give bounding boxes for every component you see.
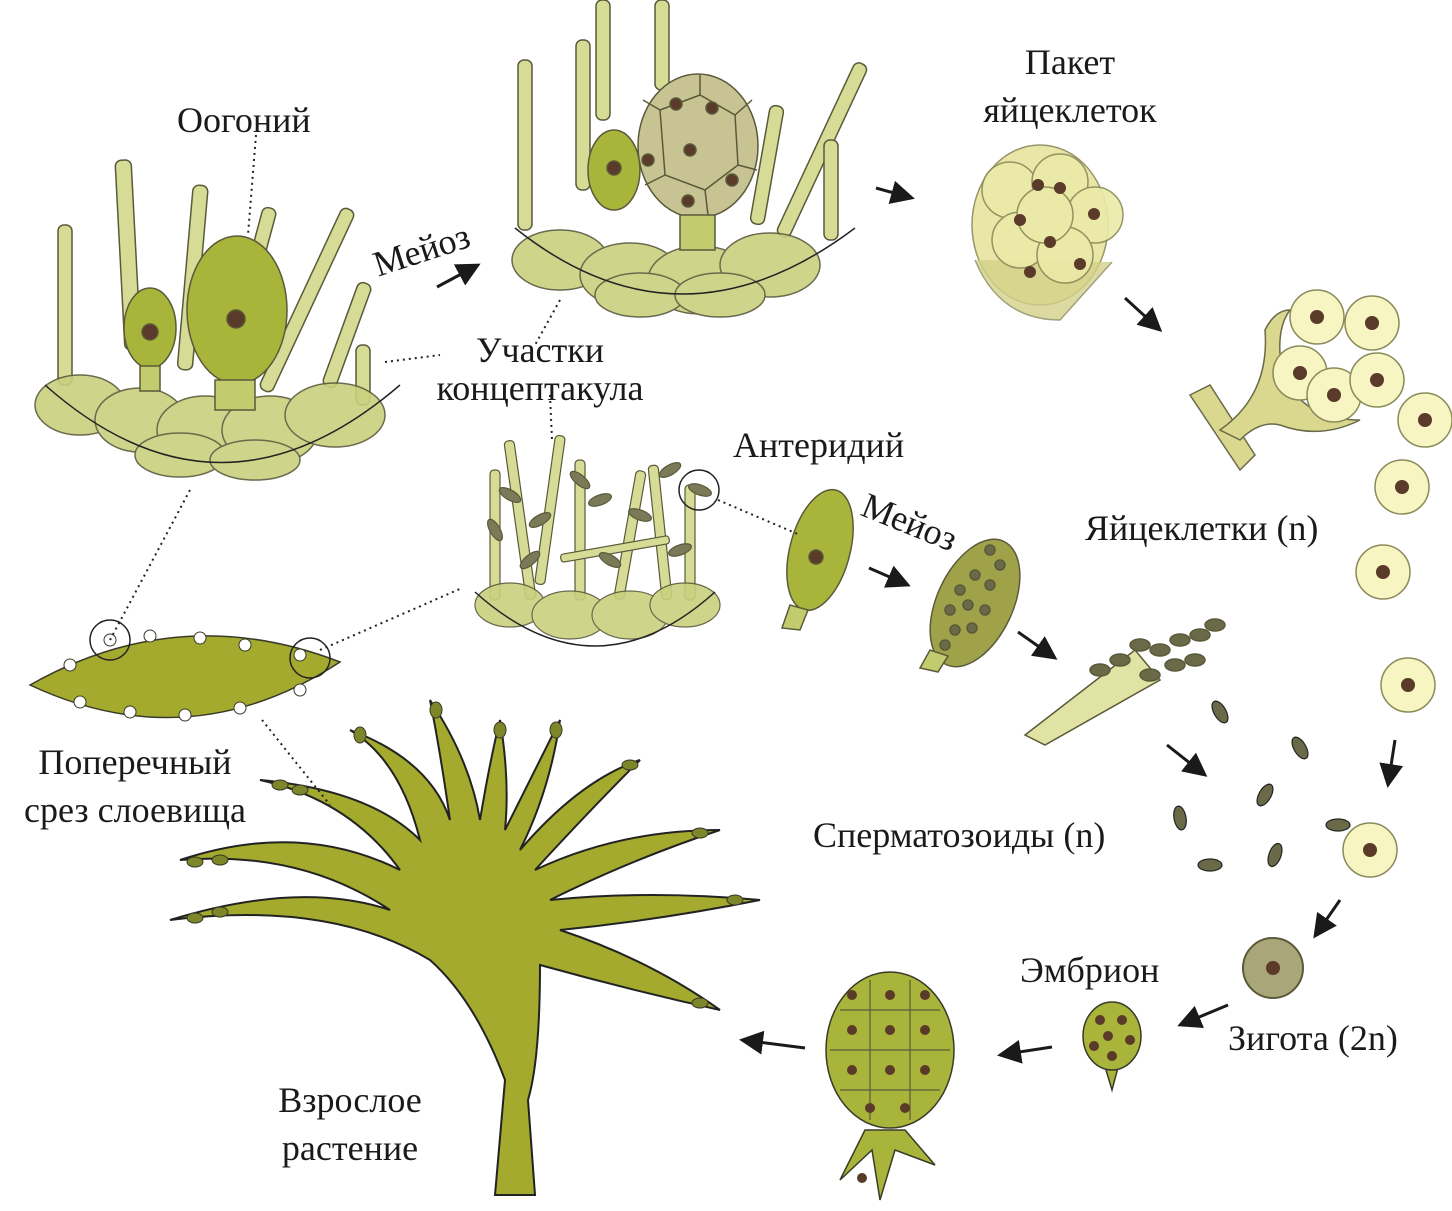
adult-plant-label-line1: Взрослое xyxy=(278,1080,422,1120)
arrow-to-sperm-release xyxy=(1017,630,1058,660)
adult-plant-label-line2: растение xyxy=(281,1128,419,1168)
embryo-large xyxy=(825,971,955,1201)
antheridium xyxy=(780,488,854,631)
arrow-egg-to-fertilization xyxy=(1379,739,1404,788)
free-sperm xyxy=(1173,700,1351,872)
eggs-label: Яйцеклетки (n) xyxy=(1085,508,1319,548)
cross-section-label-line1: Поперечный xyxy=(38,742,232,782)
thallus-cross-section xyxy=(28,619,342,722)
arrow-to-adult xyxy=(739,1030,806,1055)
arrow-to-eggs xyxy=(1123,296,1163,333)
antheridium-after-meiosis xyxy=(918,538,1021,673)
fertilizing-egg xyxy=(1342,822,1398,878)
arrow-meiosis-mid xyxy=(868,565,911,588)
antheridium-conceptacle xyxy=(474,434,721,647)
conceptacle-label-line1: Участки xyxy=(475,330,605,370)
arrow-embryo-growth xyxy=(997,1039,1053,1064)
arrow-to-sperm xyxy=(1166,743,1208,777)
arrow-meiosis-top xyxy=(436,263,481,289)
egg-packet-label-line2: яйцеклеток xyxy=(983,90,1157,130)
arrow-to-packet xyxy=(875,180,915,204)
embryo-label: Эмбрион xyxy=(1020,950,1160,990)
embryo-small xyxy=(1082,1001,1142,1093)
sperm-label: Сперматозоиды (n) xyxy=(813,815,1106,855)
oogonium-label: Оогоний xyxy=(177,100,311,140)
eggs-released xyxy=(1188,289,1452,713)
egg-packet xyxy=(971,144,1124,321)
conceptacle-label-line2: концептакула xyxy=(436,368,644,408)
oogonium-after-meiosis xyxy=(511,0,868,318)
cross-section-label-line2: срез слоевища xyxy=(24,790,246,830)
egg-packet-label-line1: Пакет xyxy=(1024,42,1116,82)
cycle-arrows xyxy=(436,180,1404,1064)
zygote-label: Зигота (2n) xyxy=(1228,1018,1398,1058)
oogonium-conceptacle xyxy=(34,159,401,481)
zygote xyxy=(1242,937,1304,999)
adult-plant xyxy=(169,699,761,1196)
arrow-to-zygote xyxy=(1313,899,1342,939)
dotted-connectors xyxy=(109,134,801,806)
sperm-release xyxy=(1023,618,1226,746)
antheridium-label: Антеридий xyxy=(733,425,905,465)
arrow-to-embryo xyxy=(1177,1003,1229,1028)
